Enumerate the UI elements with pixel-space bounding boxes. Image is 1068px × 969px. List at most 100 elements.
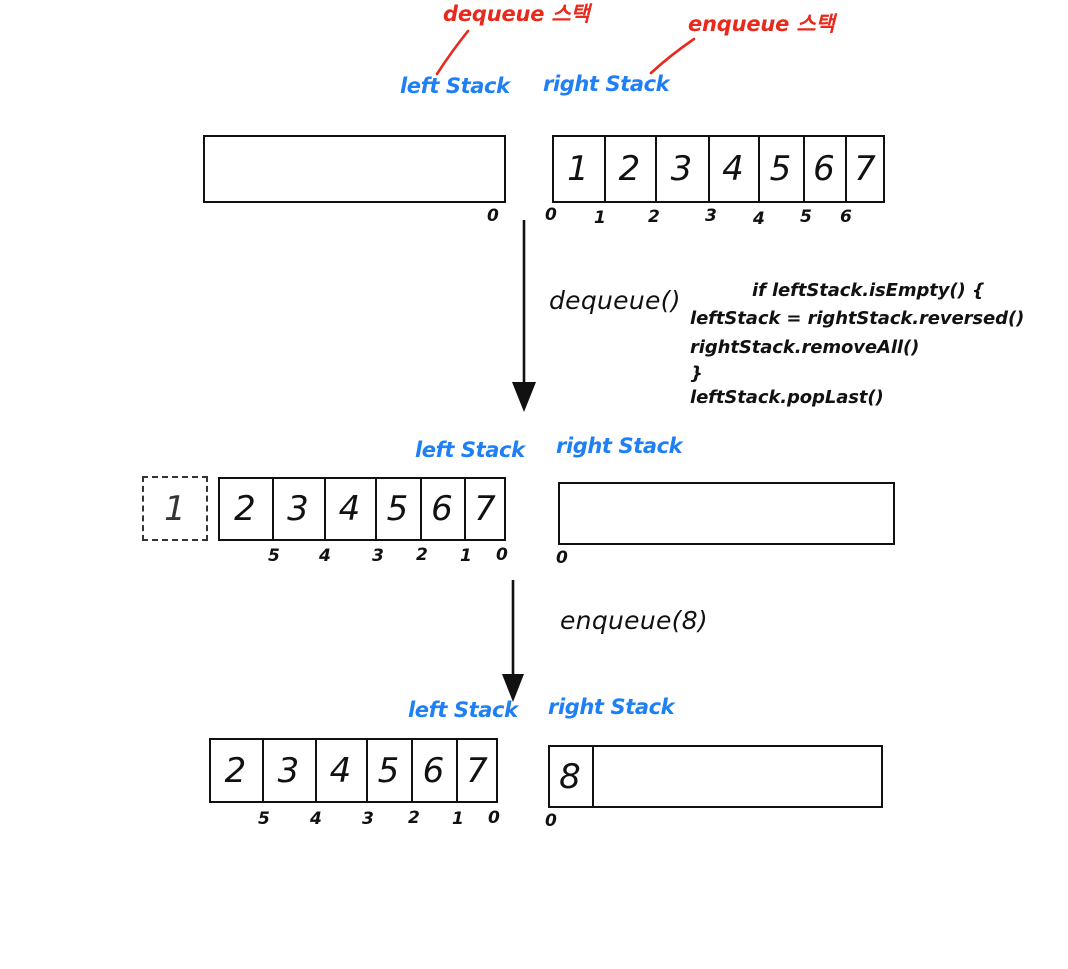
row1-right-index: 3 <box>705 206 717 226</box>
row3-left-index: 0 <box>488 808 500 828</box>
row2-left-index: 5 <box>268 546 280 566</box>
row3-left-cell: 2 <box>209 738 262 803</box>
operation-enqueue-label: enqueue(8) <box>560 606 708 635</box>
row2-left-divider <box>375 479 377 539</box>
enqueue-pointer-curve <box>649 37 696 75</box>
operation-dequeue-label: dequeue() <box>549 286 681 315</box>
row1-right-stack-box <box>552 135 885 203</box>
row1-right-index: 6 <box>840 207 852 227</box>
cell-value: 6 <box>422 750 445 791</box>
cell-value: 2 <box>224 750 247 791</box>
row1-right-cell: 5 <box>758 135 803 203</box>
row1-divider <box>845 137 847 201</box>
row1-left-stack-box <box>203 135 506 203</box>
annotation-enqueue-stack: enqueue 스택 <box>688 12 835 36</box>
row2-left-stack-label: left Stack <box>415 438 525 462</box>
row3-left-cell: 3 <box>262 738 315 803</box>
row3-left-stack-label: left Stack <box>408 698 518 722</box>
cell-value: 4 <box>338 489 361 529</box>
row2-right-index-0: 0 <box>556 548 568 568</box>
row2-left-index: 2 <box>416 545 428 565</box>
row1-right-cell: 1 <box>552 135 604 203</box>
annotation-dequeue-stack: dequeue 스택 <box>443 2 590 26</box>
row2-left-index: 0 <box>496 545 508 565</box>
cell-value: 4 <box>329 750 352 791</box>
row1-right-index: 0 <box>545 205 557 225</box>
row2-left-index: 3 <box>372 546 384 566</box>
row1-right-index: 1 <box>594 208 606 228</box>
cell-value: 7 <box>474 489 496 529</box>
row3-left-divider <box>366 740 368 801</box>
row2-left-divider <box>464 479 466 539</box>
cell-value: 5 <box>769 149 792 189</box>
row2-popped-cell: 1 <box>142 476 208 541</box>
cell-value: 2 <box>234 489 256 529</box>
row2-left-stack-box <box>218 477 506 541</box>
row3-right-stack-box <box>548 745 883 808</box>
dequeue-code-line-3: rightStack.removeAll() <box>690 337 920 358</box>
cell-value: 1 <box>164 488 186 529</box>
row2-left-cell: 7 <box>464 477 506 541</box>
cell-value: 7 <box>466 750 488 791</box>
row1-left-stack-label: left Stack <box>400 74 510 98</box>
row3-left-cell: 7 <box>456 738 498 803</box>
row1-divider <box>758 137 760 201</box>
enqueue-arrow <box>502 580 524 702</box>
row3-left-cell: 5 <box>366 738 411 803</box>
row3-left-index: 3 <box>362 809 374 829</box>
row2-left-cell: 3 <box>272 477 324 541</box>
row3-right-index-0: 0 <box>545 811 557 831</box>
row3-left-divider <box>456 740 458 801</box>
row1-left-index-0: 0 <box>487 206 499 226</box>
cell-value: 5 <box>386 489 409 529</box>
row3-left-cell: 4 <box>315 738 366 803</box>
row1-divider <box>708 137 710 201</box>
row3-right-divider <box>592 747 594 806</box>
cell-value: 3 <box>287 489 309 529</box>
dequeue-code-line-4: } <box>690 363 703 384</box>
row2-left-divider <box>420 479 422 539</box>
row1-right-index: 2 <box>648 207 660 227</box>
row2-left-divider <box>324 479 326 539</box>
row1-divider <box>803 137 805 201</box>
row1-right-cell: 6 <box>803 135 845 203</box>
cell-value: 6 <box>431 489 453 529</box>
row2-right-stack-box <box>558 482 895 545</box>
row3-left-divider <box>411 740 413 801</box>
row1-divider <box>604 137 606 201</box>
cell-value: 3 <box>670 149 693 189</box>
row3-left-divider <box>315 740 317 801</box>
row3-left-index: 2 <box>408 808 420 828</box>
dequeue-code-line-5: leftStack.popLast() <box>690 387 884 408</box>
row3-left-divider <box>262 740 264 801</box>
dequeue-code-line-2: leftStack = rightStack.reversed() <box>690 308 1025 329</box>
row2-left-index: 4 <box>319 546 331 566</box>
row2-left-cell: 4 <box>324 477 375 541</box>
row3-right-cell: 8 <box>548 745 592 808</box>
row2-left-cell: 5 <box>375 477 420 541</box>
row3-left-index: 5 <box>258 809 270 829</box>
row3-left-cell: 6 <box>411 738 456 803</box>
row2-left-index: 1 <box>460 546 472 566</box>
cell-value: 3 <box>277 750 300 791</box>
row1-right-stack-label: right Stack <box>543 72 670 96</box>
row1-right-cell: 7 <box>845 135 885 203</box>
cell-value: 6 <box>813 149 835 189</box>
row3-left-stack-box <box>209 738 498 803</box>
row3-left-index: 4 <box>310 809 322 829</box>
row2-left-cell: 6 <box>420 477 464 541</box>
row1-right-cell: 4 <box>708 135 758 203</box>
cell-value: 7 <box>854 149 876 189</box>
cell-value: 8 <box>559 756 581 797</box>
cell-value: 4 <box>722 149 744 189</box>
row3-left-index: 1 <box>452 809 464 829</box>
row2-right-stack-label: right Stack <box>556 434 683 458</box>
row1-right-index: 5 <box>800 207 812 227</box>
row3-right-stack-label: right Stack <box>548 695 675 719</box>
row2-popped-cell-box <box>142 476 208 541</box>
cell-value: 5 <box>377 750 400 791</box>
dequeue-arrow <box>512 220 536 412</box>
row2-left-cell: 2 <box>218 477 272 541</box>
dequeue-pointer-curve <box>435 29 470 76</box>
cell-value: 1 <box>567 149 589 189</box>
